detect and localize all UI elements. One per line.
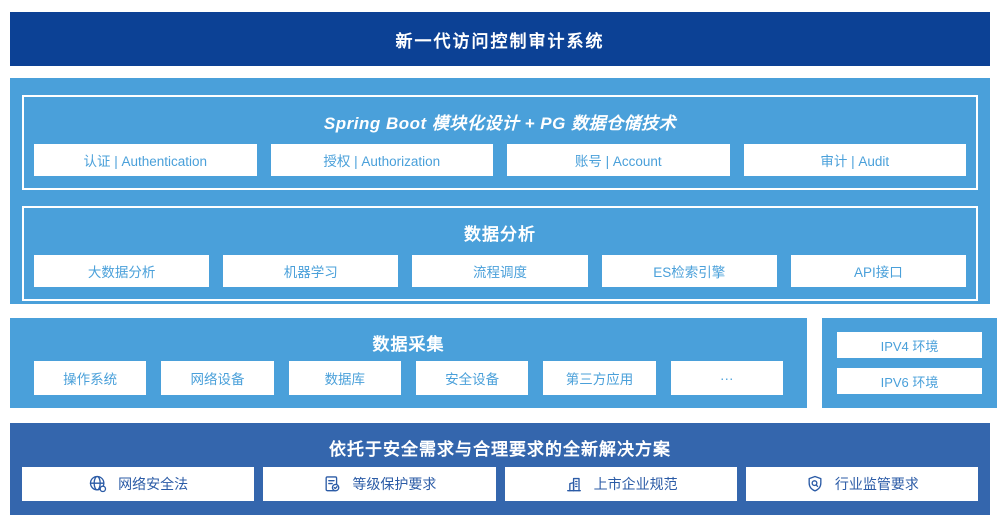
requirement-box: 网络安全法 xyxy=(22,467,255,501)
shield-search-icon xyxy=(805,474,825,494)
document-check-icon xyxy=(322,474,342,494)
module-box: 账号 | Account xyxy=(507,144,730,176)
springboot-box-row: 认证 | Authentication 授权 | Authorization 账号 … xyxy=(34,144,966,176)
requirement-label: 上市企业规范 xyxy=(593,476,678,492)
source-box: 操作系统 xyxy=(34,361,147,395)
requirement-box: 等级保护要求 xyxy=(263,467,496,501)
data-collection-title: 数据采集 xyxy=(372,335,445,354)
analysis-box: API接口 xyxy=(790,255,967,287)
analysis-box: 机器学习 xyxy=(223,255,399,287)
source-box: 第三方应用 xyxy=(543,361,656,395)
analysis-box: ES检索引擎 xyxy=(601,255,777,287)
solution-box-row: 网络安全法 等级保护要求 xyxy=(22,467,978,501)
building-icon xyxy=(564,474,584,494)
requirement-label: 网络安全法 xyxy=(118,476,189,492)
page-title: 新一代访问控制审计系统 xyxy=(395,31,605,51)
page-title-bar: 新一代访问控制审计系统 xyxy=(10,12,990,66)
springboot-panel-title: Spring Boot 模块化设计 + PG 数据仓储技术 xyxy=(323,114,677,133)
data-collection-panel: 数据采集 操作系统网络设备数据库安全设备第三方应用 ··· xyxy=(10,318,807,408)
requirement-box: 上市企业规范 xyxy=(504,467,737,501)
springboot-panel: Spring Boot 模块化设计 + PG 数据仓储技术 认证 | Authe… xyxy=(22,95,978,190)
solution-title: 依托于安全需求与合理要求的全新解决方案 xyxy=(329,440,671,459)
requirement-label: 行业监管要求 xyxy=(834,476,919,492)
data-analysis-panel-title: 数据分析 xyxy=(464,225,536,244)
analysis-box: 流程调度 xyxy=(412,255,588,287)
data-analysis-panel: 数据分析 大数据分析机器学习流程调度 ES检索引擎 API接口 xyxy=(22,206,978,301)
source-box: 网络设备 xyxy=(161,361,274,395)
data-collection-box-row: 操作系统网络设备数据库安全设备第三方应用 ··· xyxy=(34,361,783,395)
platform-container: Spring Boot 模块化设计 + PG 数据仓储技术 认证 | Authe… xyxy=(10,78,990,304)
globe-icon xyxy=(88,474,108,494)
ip-environment-panel: IPV4 环境 IPV6 环境 xyxy=(822,318,997,408)
module-box: 授权 | Authorization xyxy=(270,144,493,176)
analysis-box: 大数据分析 xyxy=(34,255,210,287)
module-box: 认证 | Authentication xyxy=(34,144,257,176)
requirement-label: 等级保护要求 xyxy=(352,476,437,492)
requirement-box: 行业监管要求 xyxy=(745,467,978,501)
module-box: 审计 | Audit xyxy=(743,144,966,176)
source-box: ··· xyxy=(670,361,783,395)
source-box: 数据库 xyxy=(288,361,401,395)
ip-env-box: IPV4 环境 xyxy=(837,332,982,358)
ip-env-box: IPV6 环境 xyxy=(837,368,982,394)
source-box: 安全设备 xyxy=(415,361,529,395)
solution-panel: 依托于安全需求与合理要求的全新解决方案 网络安全法 xyxy=(10,423,990,515)
data-analysis-box-row: 大数据分析机器学习流程调度 ES检索引擎 API接口 xyxy=(34,255,967,287)
